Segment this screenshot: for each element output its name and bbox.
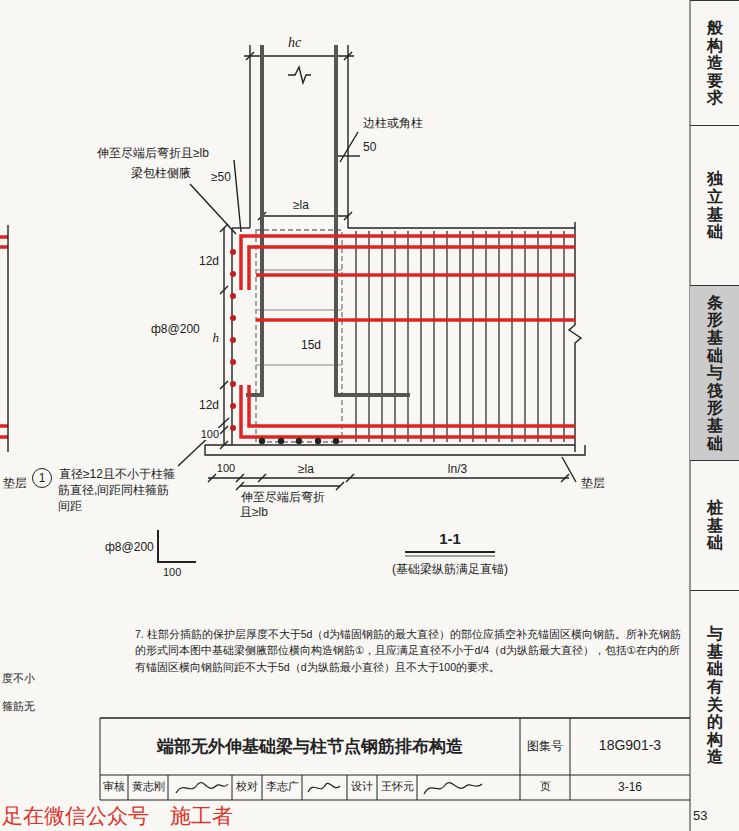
- table-cell: 图集号: [527, 739, 563, 753]
- dimension-holder: ≥la: [292, 198, 310, 213]
- dimension: 15d: [300, 338, 322, 352]
- table-cell-holder: 黄志刚: [128, 780, 168, 794]
- dimension: ≥50: [210, 170, 232, 184]
- table-cell-holder: 页: [520, 780, 570, 794]
- table-cell-holder: 王怀元: [377, 780, 417, 794]
- table-cell-holder: 图集号: [520, 739, 570, 754]
- dimension-holder: ≥50: [210, 170, 232, 185]
- cut-text: 箍筋无: [2, 700, 35, 712]
- watermark-holder: 足在微信公众号 施工者: [2, 803, 233, 829]
- dimension: 12d: [198, 398, 220, 412]
- cut-text-holder: 度不小: [2, 672, 35, 686]
- callout-number: 1: [39, 472, 46, 484]
- table-cell: 黄志刚: [132, 780, 165, 792]
- table-cell-holder: 校对: [232, 780, 262, 794]
- sidebar-tab: 般构造要求: [690, 0, 739, 125]
- page-number: 53: [693, 808, 707, 823]
- drawing-title-holder: 端部无外伸基础梁与柱节点钢筋排布构造: [100, 736, 520, 757]
- callout-circle: 1: [32, 468, 52, 488]
- table-cell: 校对: [236, 780, 258, 792]
- dimension: ≥la: [297, 462, 315, 476]
- part-name: 边柱或角柱: [362, 116, 424, 130]
- table-cell: 页: [540, 780, 551, 792]
- tab-label: 条形基础与筏形基础: [707, 294, 723, 452]
- cut-text: 度不小: [2, 672, 35, 684]
- dimension-holder: ≥la: [262, 462, 350, 477]
- part-name: 梁包柱侧腋: [130, 166, 192, 180]
- rebar-spec-holder: ф8@200: [104, 540, 155, 555]
- annotation-holder: 伸至尽端后弯折 且≥lb: [240, 490, 332, 520]
- callout-note-holder: 直径≥12且不小于柱箍筋直径,间距同柱箍筋间距: [58, 466, 176, 515]
- dimension-holder: 100: [186, 428, 220, 442]
- table-cell: 18G901-3: [599, 737, 661, 753]
- dimension-holder: ln/3: [354, 462, 561, 477]
- table-cell: 设计: [351, 780, 373, 792]
- table-cell-holder: 审核: [100, 780, 128, 794]
- tab-label: 桩基础: [707, 499, 723, 552]
- section-caption: (基础梁纵筋满足直锚): [392, 562, 508, 576]
- table-cell: 3-16: [618, 780, 642, 794]
- dimension: ≥la: [292, 198, 310, 212]
- dimension: h: [212, 330, 221, 345]
- table-cell: 审核: [103, 780, 125, 792]
- dimension: 100: [200, 428, 220, 440]
- note-text: 7. 柱部分插筋的保护层厚度不大于5d（d为锚固钢筋的最大直径）的部位应插空补充…: [135, 628, 681, 673]
- section-title-holder: 1-1: [330, 530, 570, 549]
- dimension-holder: 12d: [186, 254, 220, 269]
- sidebar-tab: 与基础有关的构造: [690, 590, 739, 800]
- dimension: hc: [288, 35, 301, 50]
- tab-label: 独立基础: [707, 170, 723, 240]
- part-name-holder: 梁包柱侧腋: [130, 166, 192, 181]
- drawing-title: 端部无外伸基础梁与柱节点钢筋排布构造: [157, 737, 463, 756]
- table-cell-holder: 李志广: [262, 780, 302, 794]
- note-text-holder: 7. 柱部分插筋的保护层厚度不大于5d（d为锚固钢筋的最大直径）的部位应插空补充…: [135, 626, 687, 675]
- part-name-holder: 边柱或角柱: [362, 116, 424, 131]
- dimension: 50: [362, 140, 377, 154]
- dimension-holder: 100: [162, 566, 182, 580]
- annotation: 伸至尽端后弯折 且≥lb: [240, 490, 325, 519]
- table-cell: 李志广: [266, 780, 299, 792]
- dimension: 100: [216, 462, 236, 474]
- dimension-holder: 15d: [300, 338, 322, 353]
- dimension-holder: 12d: [186, 398, 220, 413]
- rebar-spec-holder: ф8@200: [150, 322, 201, 337]
- dimension-holder: hc: [288, 34, 301, 52]
- sidebar-tab: 独立基础: [690, 125, 739, 285]
- section-title: 1-1: [439, 530, 461, 547]
- annotation-holder: 伸至尽端后弯折且≥lb: [96, 146, 210, 161]
- table-cell-holder: 3-16: [570, 780, 690, 795]
- dimension-holder: 100: [212, 462, 240, 476]
- sidebar-tab: 桩基础: [690, 460, 739, 590]
- part-name-holder: 垫层: [580, 476, 606, 491]
- dimension-holder: 50: [362, 140, 377, 155]
- part-name: 垫层: [2, 476, 28, 490]
- page-number-holder: 53: [693, 808, 707, 824]
- part-name: 垫层: [580, 476, 606, 490]
- cut-text-holder: 箍筋无: [2, 700, 35, 714]
- annotation: 伸至尽端后弯折且≥lb: [96, 146, 210, 160]
- section-caption-holder: (基础梁纵筋满足直锚): [330, 562, 570, 577]
- tab-label: 般构造要求: [707, 19, 723, 107]
- table-cell-holder: 18G901-3: [570, 737, 690, 755]
- dimension: 12d: [198, 254, 220, 268]
- table-cell-holder: 设计: [347, 780, 377, 794]
- dimension: ln/3: [447, 462, 468, 476]
- callout-note: 直径≥12且不小于柱箍筋直径,间距同柱箍筋间距: [58, 467, 175, 513]
- rebar-spec: ф8@200: [150, 322, 201, 336]
- watermark: 足在微信公众号 施工者: [2, 804, 233, 827]
- part-name-holder: 垫层: [2, 476, 28, 491]
- table-cell: 王怀元: [381, 780, 414, 792]
- sidebar-tab: 条形基础与筏形基础: [690, 285, 739, 460]
- dimension: 100: [162, 566, 182, 578]
- rebar-spec: ф8@200: [104, 540, 155, 554]
- tab-label: 与基础有关的构造: [707, 625, 723, 766]
